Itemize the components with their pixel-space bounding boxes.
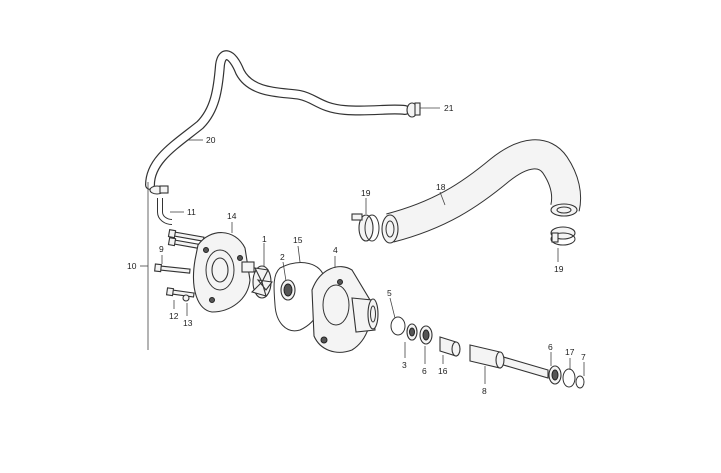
clamp-part-21 bbox=[406, 102, 421, 118]
clamp-part-19-right bbox=[550, 226, 576, 246]
seal-part-2 bbox=[280, 279, 296, 301]
callout-5: 5 bbox=[387, 288, 392, 298]
fitting-part-11 bbox=[157, 198, 173, 225]
callout-10: 10 bbox=[127, 261, 137, 271]
o-ring-part-5 bbox=[390, 316, 406, 336]
pump-body-part-4 bbox=[311, 266, 379, 353]
circlip-part-17 bbox=[562, 368, 576, 388]
callout-11: 11 bbox=[187, 207, 196, 217]
hose-part-18 bbox=[381, 139, 582, 244]
callout-16: 16 bbox=[438, 366, 448, 376]
callout-19-right: 19 bbox=[554, 264, 564, 274]
bearing-part-6-left bbox=[419, 325, 433, 345]
callout-8: 8 bbox=[482, 386, 487, 396]
callout-20: 20 bbox=[206, 135, 216, 145]
callout-18: 18 bbox=[436, 182, 446, 192]
gasket-part-15 bbox=[273, 262, 327, 332]
hose-part-20 bbox=[145, 50, 410, 190]
callout-labels: 21 20 11 14 1 2 15 4 5 3 6 16 8 6 17 7 1… bbox=[127, 103, 586, 396]
callout-1: 1 bbox=[262, 234, 267, 244]
bolts-part-9 bbox=[154, 229, 205, 302]
clamp-part-11-top bbox=[149, 185, 169, 195]
pump-cover-part-14 bbox=[192, 232, 255, 313]
shaft-part-8 bbox=[469, 344, 549, 379]
callout-14: 14 bbox=[227, 211, 237, 221]
bearing-part-6-right bbox=[548, 365, 562, 385]
spacer-part-16 bbox=[439, 336, 461, 357]
callout-12: 12 bbox=[169, 311, 179, 321]
impeller-part-1 bbox=[250, 265, 273, 299]
callout-6-left: 6 bbox=[422, 366, 427, 376]
seal-part-3 bbox=[406, 323, 418, 341]
callout-15: 15 bbox=[293, 235, 303, 245]
leader-lines bbox=[140, 107, 585, 384]
callout-4: 4 bbox=[333, 245, 338, 255]
callout-13: 13 bbox=[183, 318, 193, 328]
callout-2: 2 bbox=[280, 252, 285, 262]
callout-9: 9 bbox=[159, 244, 164, 254]
callout-7: 7 bbox=[581, 352, 586, 362]
callout-6-right: 6 bbox=[548, 342, 553, 352]
callout-3: 3 bbox=[402, 360, 407, 370]
callout-19-left: 19 bbox=[361, 188, 371, 198]
callout-21: 21 bbox=[444, 103, 454, 113]
clip-part-7 bbox=[575, 375, 585, 389]
callout-17: 17 bbox=[565, 347, 575, 357]
clamp-part-19-left bbox=[351, 213, 380, 242]
